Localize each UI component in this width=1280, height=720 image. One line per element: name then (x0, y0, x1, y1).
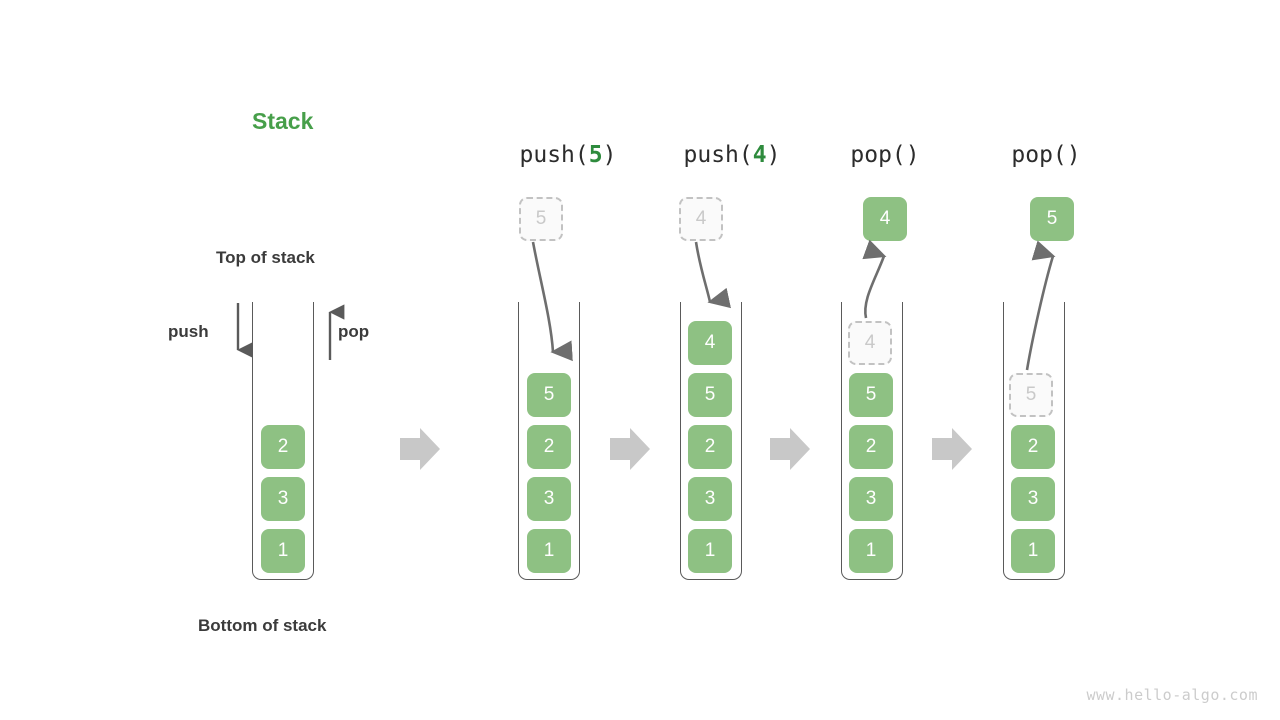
bottom-of-stack-label: Bottom of stack (198, 616, 327, 635)
stack-container-push-5 (518, 302, 580, 580)
stack-cell: 2 (527, 425, 571, 469)
stack-cell: 1 (849, 529, 893, 573)
stack-cell: 5 (688, 373, 732, 417)
incoming-element-ghost: 5 (519, 197, 563, 241)
stack-cell: 2 (849, 425, 893, 469)
incoming-element-ghost: 4 (679, 197, 723, 241)
flow-arrow-icon (610, 428, 650, 470)
stack-cell: 2 (261, 425, 305, 469)
op-fn-close: ) (602, 142, 617, 168)
stack-cell: 3 (849, 477, 893, 521)
op-arg: 5 (588, 142, 603, 168)
stack-container-pop-2 (1003, 302, 1065, 580)
op-fn-close: ) (766, 142, 781, 168)
stack-cell-removed-ghost: 5 (1009, 373, 1053, 417)
op-arg: 4 (752, 142, 767, 168)
watermark: www.hello-algo.com (1086, 686, 1258, 704)
stack-container-initial (252, 302, 314, 580)
stack-cell: 4 (688, 321, 732, 365)
op-fn-open: push( (519, 142, 589, 168)
stack-cell: 2 (1011, 425, 1055, 469)
op-label-push-5: push(5) (520, 142, 617, 168)
popped-element: 5 (1030, 197, 1074, 241)
stack-cell-removed-ghost: 4 (848, 321, 892, 365)
top-of-stack-label: Top of stack (216, 248, 315, 267)
popped-element: 4 (863, 197, 907, 241)
stack-cell: 2 (688, 425, 732, 469)
op-label-push-4: push(4) (684, 142, 781, 168)
op-label-pop-1: pop() (850, 142, 919, 168)
stack-cell: 3 (1011, 477, 1055, 521)
stack-cell: 1 (1011, 529, 1055, 573)
stack-cell: 3 (261, 477, 305, 521)
stack-cell: 3 (527, 477, 571, 521)
page-title: Stack (252, 108, 314, 134)
stack-container-pop-1 (841, 302, 903, 580)
op-fn-close: ) (905, 142, 920, 168)
stack-cell: 5 (527, 373, 571, 417)
stack-cell: 1 (527, 529, 571, 573)
op-fn-open: push( (683, 142, 753, 168)
flow-arrow-icon (932, 428, 972, 470)
flow-arrow-icon (400, 428, 440, 470)
op-fn-close: ) (1066, 142, 1081, 168)
op-fn-open: pop( (850, 142, 906, 168)
op-fn-open: pop( (1011, 142, 1067, 168)
stack-cell: 1 (688, 529, 732, 573)
stack-cell: 5 (849, 373, 893, 417)
stack-container-push-4 (680, 302, 742, 580)
stack-cell: 1 (261, 529, 305, 573)
flow-arrow-icon (770, 428, 810, 470)
pop-label: pop (338, 322, 370, 341)
push-label: push (168, 322, 209, 341)
push-4-transfer-arrow-icon (694, 241, 731, 309)
op-label-pop-2: pop() (1011, 142, 1080, 168)
stack-cell: 3 (688, 477, 732, 521)
